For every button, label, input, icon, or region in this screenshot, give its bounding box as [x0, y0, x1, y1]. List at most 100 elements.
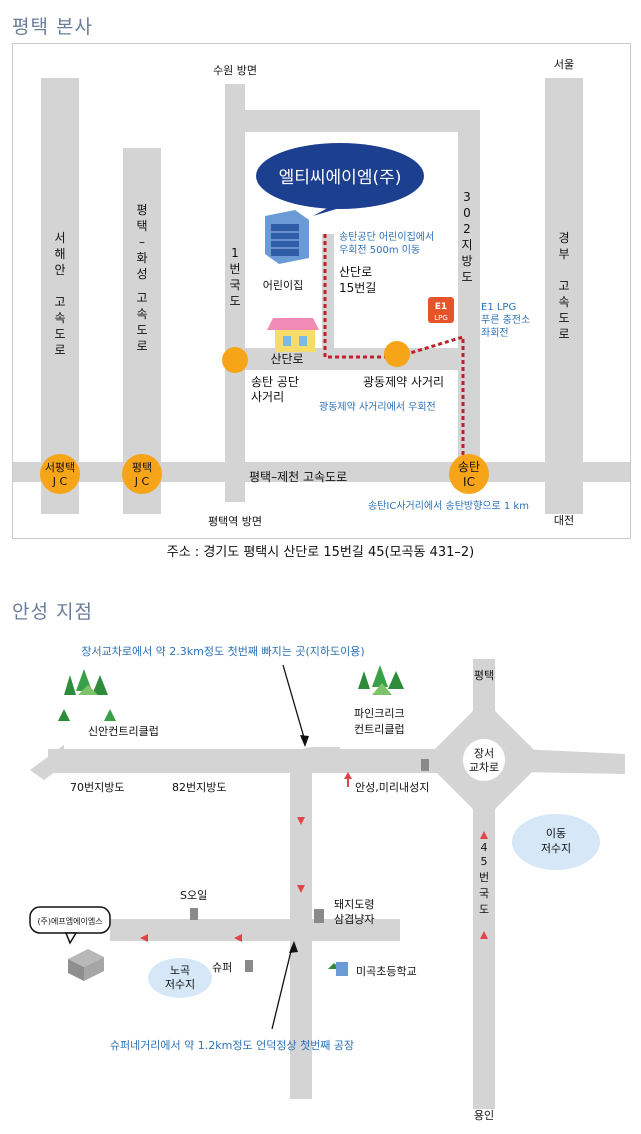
arrow-left-icon: [140, 934, 148, 942]
arrow-up-icon: [480, 931, 488, 939]
pyeongtaek-map-svg: 엘티씨에이엠(주) 어린이집 송탄공단 어린이집에서 우회전 500m 이동 산…: [13, 58, 630, 528]
pyeonghwa-char: 로: [136, 339, 147, 353]
route-302-char: 지: [461, 238, 472, 252]
roads-70-82: [48, 749, 448, 773]
pyeonghwa-char: –: [139, 235, 145, 249]
gwangdong-intersection-marker: [384, 341, 410, 367]
bottom-note-arrowhead: [289, 941, 298, 953]
company-name: 엘티씨에이엠(주): [279, 168, 402, 188]
west-coast-char: 고: [54, 295, 65, 309]
top-note-pointer: [282, 664, 306, 742]
pyeonghwa-char: 평: [136, 203, 147, 217]
west-coast-char: 해: [54, 247, 65, 261]
building-icon: [421, 759, 429, 771]
e1-lpg-icon: E1 LPG: [428, 297, 454, 323]
west-coast-char: 속: [54, 311, 65, 325]
gyeongbu-char: 도: [558, 311, 569, 325]
anseong-road-network: [30, 659, 625, 1109]
pyeonghwa-char: 고: [136, 291, 147, 305]
route-45-label: 4 5 번 국 도: [479, 841, 489, 916]
pinecreek-label-1: 파인크리크: [354, 707, 405, 720]
jangseo-label-2: 교차로: [469, 761, 499, 774]
seopyeongtaek-jc-label-1: 서평택: [45, 461, 75, 474]
nogok-lake: [148, 958, 212, 998]
underpass-loop: [290, 747, 340, 775]
nogok-label-2: 저수지: [165, 978, 195, 991]
route-302-char: 0: [463, 206, 471, 220]
route-45-char: 번: [479, 871, 489, 884]
route-302: [458, 110, 480, 472]
migok-school-label: 미곡초등학교: [356, 965, 417, 978]
pyeonghwa-char: 택: [136, 219, 147, 233]
top-note-arrowhead: [300, 735, 309, 747]
super-label: 슈퍼: [212, 961, 232, 974]
seoul-label: 서울: [554, 58, 574, 71]
pyeonghwa-char: 화: [136, 251, 147, 265]
arrow-left-icon: [234, 934, 242, 942]
west-coast-char: 로: [54, 343, 65, 357]
route-1-char: 국: [229, 278, 240, 292]
pyeongtaek-jc-label-1: 평택: [132, 461, 152, 474]
company-bubble: 엘티씨에이엠(주): [256, 143, 424, 216]
idong-label-2: 저수지: [541, 842, 571, 855]
route-45-char: 도: [479, 903, 489, 916]
gyeongbu-char: 속: [558, 295, 569, 309]
gyeongbu-char: 부: [558, 247, 569, 261]
route-45-char: 4: [481, 841, 488, 854]
gwangdong-note: 광동제약 사거리에서 우회전: [319, 401, 436, 413]
road-70-label: 70번지방도: [70, 781, 124, 794]
west-coast-label: 서 해 안 고 속 도 로: [54, 231, 65, 357]
west-coast-char: 도: [54, 327, 65, 341]
daycare-note-2: 우회전 500m 이동: [339, 244, 420, 256]
arrow-up-icon: [344, 772, 352, 779]
e1-note-2: 푸른 충전소: [481, 314, 530, 326]
top-note: 장서교차로에서 약 2.3km정도 첫번째 빠지는 곳(지하도이용): [81, 644, 364, 658]
school-icon: [328, 962, 348, 976]
tree-icon: [358, 665, 404, 695]
route-302-char: 방: [461, 254, 472, 268]
daejeon-label: 대전: [554, 514, 574, 527]
jangseo-interchange-marker: [461, 737, 507, 783]
anseong-map-svg: 장서 교차로 장서교차로에서 약 2.3km정도 첫번째 빠지는 곳(지하도이용…: [29, 644, 625, 1122]
pyeongtaek-hwaseong-label: 평 택 – 화 성 고 속 도 로: [136, 203, 147, 353]
arrow-up-icon: [480, 831, 488, 839]
road-network: [13, 78, 630, 514]
factory-icon: [68, 949, 104, 981]
s-oil-label: S오일: [180, 888, 207, 902]
daycare-label: 어린이집: [263, 279, 303, 292]
road-15-label-1: 산단로: [339, 265, 372, 279]
route-1-label: 1 번 국 도: [229, 246, 240, 308]
anseong-sign-label: 안성,미리내성지: [355, 781, 429, 794]
west-coast-char: 안: [54, 263, 65, 277]
songtan-ic-label-1: 송탄: [458, 460, 480, 474]
nogok-label-1: 노곡: [170, 964, 190, 977]
pyeongtaek-hwaseong-expressway: [123, 148, 161, 514]
tree-icon: [58, 669, 116, 721]
road-15-label-2: 15번길: [339, 281, 376, 295]
west-coast-char: 서: [54, 231, 65, 245]
building-icon: [245, 960, 253, 972]
top-connector-road: [225, 110, 479, 132]
pinecreek-label-2: 컨트리클럽: [354, 722, 405, 736]
gwangdong-intersection-label: 광동제약 사거리: [363, 374, 444, 389]
route-1-char: 1: [231, 246, 239, 260]
pyeongtaek-station-direction-label: 평택역 방면: [208, 515, 262, 528]
company-box-label: (주)에프엠에이엠스: [37, 916, 102, 926]
building-icon: [314, 909, 324, 923]
route-302-char: 도: [461, 270, 472, 284]
yongin-label: 용인: [474, 1109, 494, 1122]
route-302-char: 3: [463, 190, 471, 204]
e1-lpg-text: LPG: [434, 314, 448, 322]
daycare-note-1: 송탄공단 어린이집에서: [339, 231, 434, 243]
route-1-char: 도: [229, 294, 240, 308]
pyeongtaek-direction-label: 평택: [474, 669, 494, 682]
sinan-cc-label: 신안컨트리클럽: [88, 724, 159, 738]
songtan-intersection-marker: [222, 347, 248, 373]
bottom-note: 슈퍼네거리에서 약 1.2km정도 언덕정상 첫번째 공장: [110, 1038, 354, 1052]
sandan-road: [235, 348, 469, 370]
company-callout: (주)에프엠에이엠스: [29, 906, 111, 945]
gyeongbu-label: 경 부 고 속 도 로: [558, 231, 569, 341]
pyeonghwa-char: 도: [136, 323, 147, 337]
pork-label-2: 삼겹냥자: [334, 913, 374, 926]
section-title-anseong: 안성 지점: [12, 601, 93, 623]
